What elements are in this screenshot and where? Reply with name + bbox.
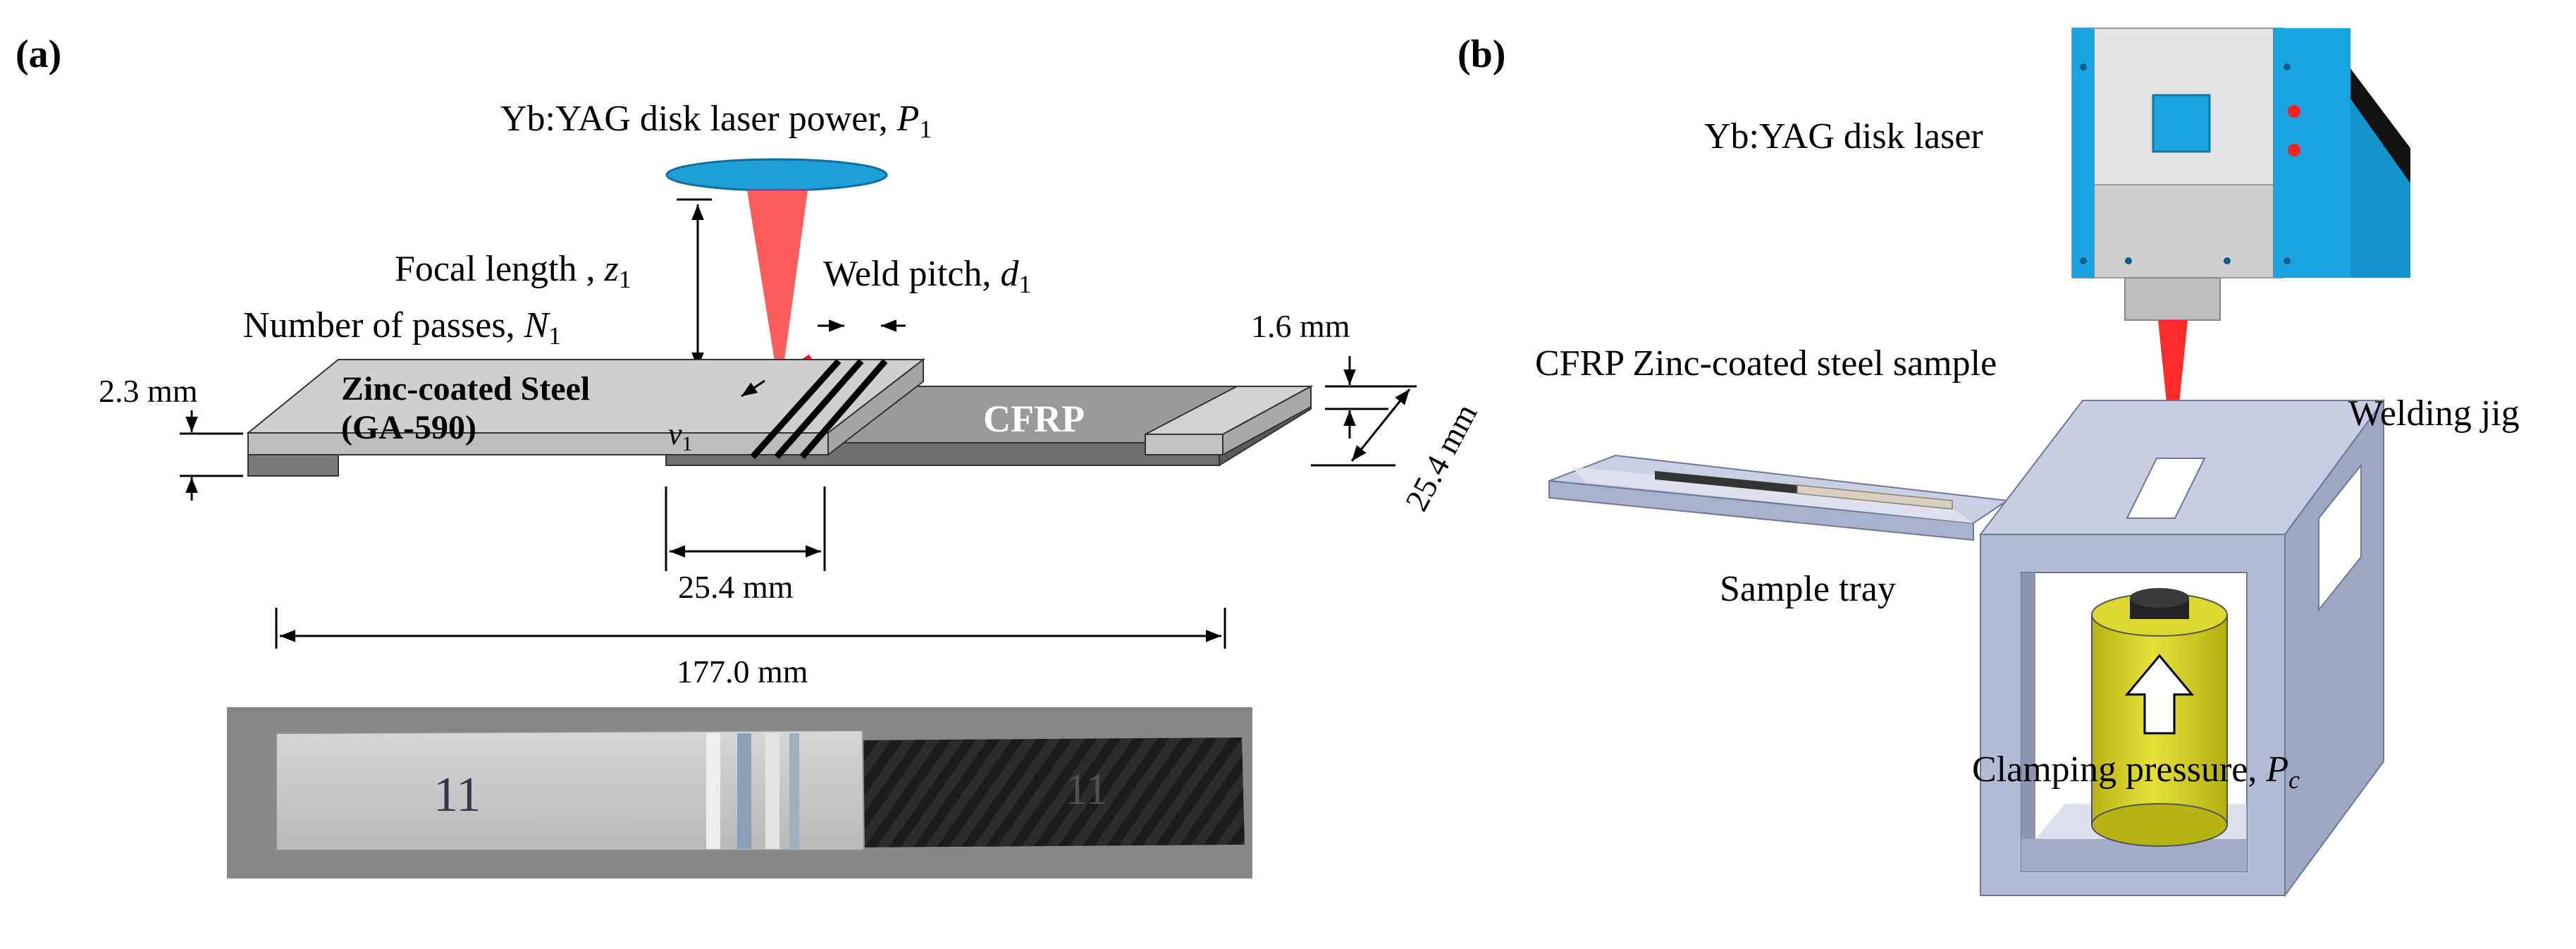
sample-tray (1548, 454, 2009, 541)
tray-steel-strip (1797, 484, 1953, 510)
steel-label-1: Zinc-coated Steel (341, 370, 590, 408)
left-shim (247, 454, 339, 477)
dim-cfrp-thickness: 1.6 mm (1251, 308, 1350, 344)
clamp-label: Clamping pressure, Pc (1972, 749, 2300, 794)
tray-label: Sample tray (1720, 569, 1896, 609)
tray-cfrp-strip (1655, 471, 1797, 494)
dim-overlap: 25.4 mm (678, 569, 794, 605)
steel-plate (246, 357, 925, 457)
dim-width: 25.4 mm (1398, 398, 1484, 517)
laser-power-label: Yb:YAG disk laser power, P1 (500, 99, 932, 143)
passes-label: Number of passes, N1 (243, 305, 561, 350)
pressure-arrow-icon (2124, 654, 2195, 735)
laser-head (2071, 27, 2410, 321)
laser-label: Yb:YAG disk laser (1704, 116, 1983, 157)
photo-cfrp (858, 737, 1245, 847)
laser-window-icon (2152, 94, 2211, 153)
jig-window (2126, 458, 2206, 519)
width-arrow (1350, 388, 1411, 462)
panel-a-label: (a) (16, 32, 61, 76)
panel-a: (a) Yb:YAG disk laser power, P1 Focal le… (16, 32, 1484, 878)
laser-beam (747, 190, 808, 365)
lens-icon (665, 158, 888, 192)
weld-line-1 (750, 358, 842, 460)
weld-pitch-label: Weld pitch, d1 (823, 254, 1031, 298)
right-tab (1145, 385, 1312, 456)
weld-line-3 (799, 359, 888, 459)
dim-steel-thickness: 2.3 mm (99, 373, 198, 409)
cfrp-label: CFRP (983, 398, 1085, 440)
velocity-arrow (741, 379, 765, 398)
clamp-cylinder (2091, 588, 2228, 847)
photo-mark-steel: 11 (433, 768, 481, 822)
laser-beam-b (2158, 320, 2188, 444)
sample-photo: 11 11 (227, 707, 1252, 878)
panel-b: (b) Yb:YAG disk laser CFRP Zinc-coated s… (1458, 27, 2520, 898)
jig-label: Welding jig (2348, 393, 2520, 434)
velocity-label: v1 (668, 417, 693, 455)
photo-mark-cfrp: 11 (1066, 766, 1108, 814)
dim-length: 177.0 mm (677, 654, 808, 690)
weld-line-2 (774, 359, 864, 459)
sample-label: CFRP Zinc-coated steel sample (1535, 343, 1997, 384)
focal-length-label: Focal length , z1 (395, 249, 631, 293)
steel-label-2: (GA-590) (341, 409, 476, 446)
panel-b-label: (b) (1458, 32, 1505, 76)
